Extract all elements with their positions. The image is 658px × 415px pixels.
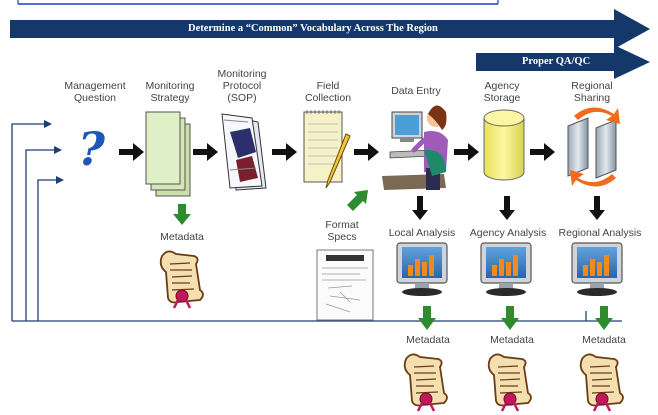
servers-sync-icon bbox=[567, 107, 620, 187]
metadata-label: Metadata bbox=[490, 334, 534, 346]
analysis-arrows bbox=[412, 196, 605, 220]
regional-analysis-monitor-icon bbox=[571, 242, 623, 297]
documents-stack-icon bbox=[145, 111, 191, 197]
qa-banner-label: Proper QA/QC bbox=[522, 56, 591, 67]
protocol-document-icon bbox=[221, 113, 267, 191]
qa-banner-arrow bbox=[476, 45, 650, 79]
metadata-scroll-icon bbox=[403, 353, 449, 413]
format-specs-document-icon bbox=[316, 249, 374, 321]
database-cylinder-icon bbox=[483, 109, 525, 181]
local-analysis-label: Local Analysis bbox=[388, 227, 456, 239]
metadata-scroll-icon bbox=[159, 250, 205, 310]
person-computer-icon bbox=[382, 105, 448, 190]
step-label-data-entry: Data Entry bbox=[391, 85, 441, 97]
metadata-label: Metadata bbox=[406, 334, 450, 346]
regional-analysis-label: Regional Analysis bbox=[558, 227, 642, 239]
feedback-lines bbox=[11, 123, 622, 322]
notepad-pencil-icon bbox=[303, 110, 351, 189]
metadata-scroll-icon bbox=[487, 353, 533, 413]
green-arrows bbox=[173, 190, 613, 330]
local-analysis-monitor-icon bbox=[396, 242, 448, 297]
agency-analysis-label: Agency Analysis bbox=[469, 227, 547, 239]
agency-analysis-monitor-icon bbox=[480, 242, 532, 297]
vocabulary-banner-arrow bbox=[10, 9, 650, 49]
metadata-label: Metadata bbox=[582, 334, 626, 346]
metadata-label: Metadata bbox=[160, 231, 204, 243]
metadata-scroll-icon bbox=[579, 353, 625, 413]
flow-arrows bbox=[119, 143, 555, 161]
question-mark-icon: ? bbox=[78, 122, 106, 176]
vocabulary-banner-label: Determine a “Common” Vocabulary Across T… bbox=[188, 23, 438, 34]
